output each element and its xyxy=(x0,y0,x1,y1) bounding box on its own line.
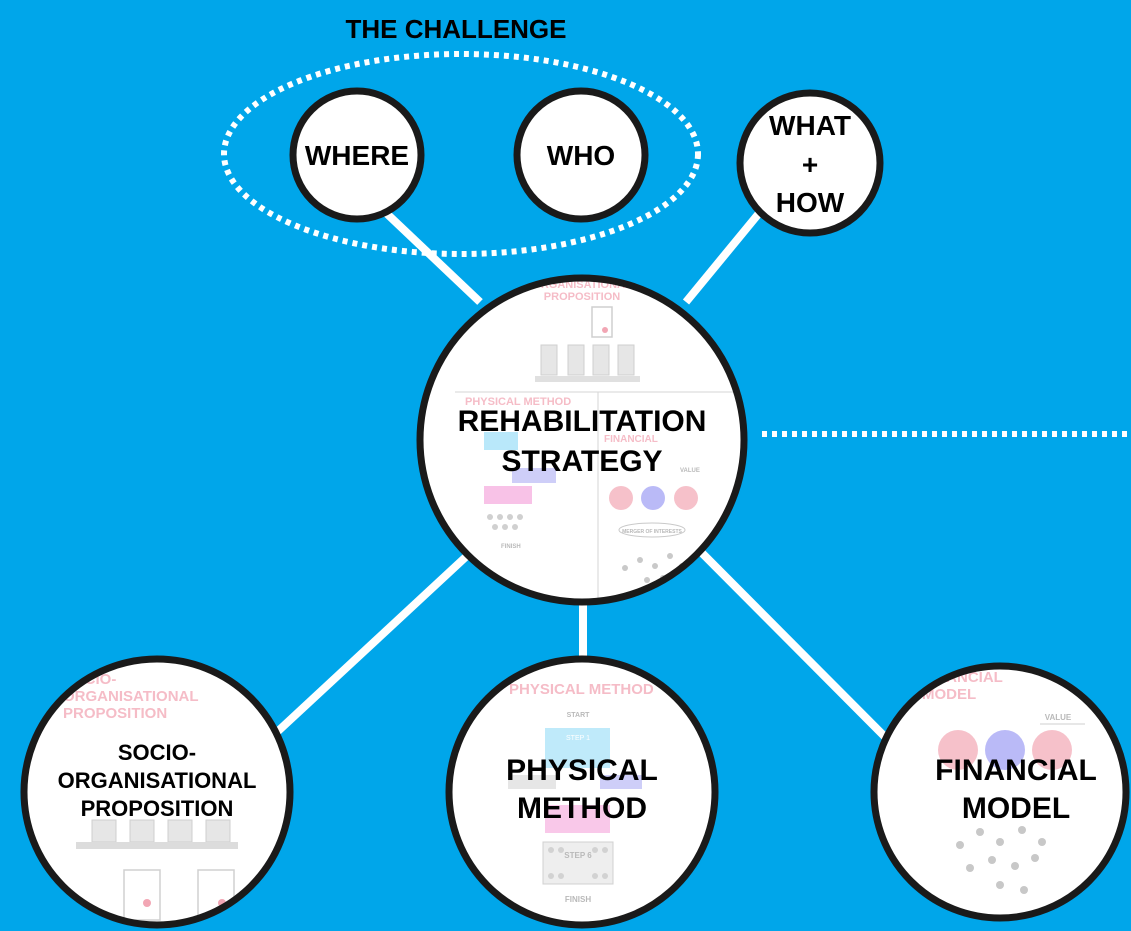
node-who[interactable]: WHO xyxy=(513,87,649,223)
node-where[interactable]: WHERE xyxy=(289,87,425,223)
connector-financial xyxy=(699,550,903,755)
node-how-label: HOW xyxy=(776,187,845,218)
challenge-ellipse xyxy=(221,51,701,257)
connector-where xyxy=(380,207,483,305)
node-financial-model[interactable]: FINANCIAL MODEL VALUE FINANCIAL MODEL xyxy=(870,662,1130,922)
financial-label-line2: MODEL xyxy=(962,792,1070,825)
financial-ghost-title-2: MODEL xyxy=(922,686,976,703)
center-ghost-financial: FINANCIAL xyxy=(604,434,658,445)
connector-what-how xyxy=(682,209,764,305)
node-where-label: WHERE xyxy=(305,140,409,171)
physical-label-line2: METHOD xyxy=(517,792,647,825)
physical-ghost-step6: STEP 6 xyxy=(564,851,592,860)
center-ghost-org-2: PROPOSITION xyxy=(544,291,620,303)
physical-label-line1: PHYSICAL xyxy=(506,754,658,787)
socio-ghost-title-2: ORGANISATIONAL xyxy=(63,688,199,705)
connector-socio xyxy=(259,550,473,749)
financial-label-line1: FINANCIAL xyxy=(935,754,1097,787)
socio-faded-thumbnail: SOCIO- ORGANISATIONAL PROPOSITION xyxy=(63,671,238,921)
node-what-label: WHAT xyxy=(769,110,851,141)
connectors xyxy=(259,207,903,755)
node-who-label: WHO xyxy=(547,140,615,171)
node-what-how[interactable]: WHAT + HOW xyxy=(736,89,884,237)
center-label-line1: REHABILITATION xyxy=(458,405,707,438)
center-label-line2: STRATEGY xyxy=(501,445,662,478)
challenge-heading: THE CHALLENGE xyxy=(346,14,567,44)
node-rehabilitation-strategy[interactable]: ORGANISATIONAL PROPOSITION PHYSICAL METH… xyxy=(416,274,748,606)
physical-ghost-finish: FINISH xyxy=(565,895,591,904)
center-ghost-finish: FINISH xyxy=(501,544,521,550)
center-ghost-physical: PHYSICAL METHOD xyxy=(465,396,571,408)
physical-ghost-start: START xyxy=(567,712,591,719)
socio-label-line2: ORGANISATIONAL xyxy=(58,768,257,793)
node-socio-organisational[interactable]: SOCIO- ORGANISATIONAL PROPOSITION SOCIO-… xyxy=(20,655,294,929)
center-ghost-value: VALUE xyxy=(680,468,700,474)
center-ghost-merger: MERGER OF INTERESTS xyxy=(622,529,682,535)
physical-faded-thumbnail: PHYSICAL METHOD START STEP 1 STEP 6 FINI… xyxy=(508,681,654,904)
socio-ghost-title-3: PROPOSITION xyxy=(63,705,167,722)
financial-ghost-value: VALUE xyxy=(1045,713,1072,722)
socio-label-line3: PROPOSITION xyxy=(81,796,234,821)
financial-faded-thumbnail: FINANCIAL MODEL VALUE xyxy=(922,669,1085,894)
socio-label-line1: SOCIO- xyxy=(118,740,196,765)
node-plus-label: + xyxy=(802,149,818,180)
physical-ghost-step1: STEP 1 xyxy=(566,735,590,742)
node-physical-method[interactable]: PHYSICAL METHOD START STEP 1 STEP 6 FINI… xyxy=(445,655,719,929)
physical-ghost-title: PHYSICAL METHOD xyxy=(509,681,654,698)
